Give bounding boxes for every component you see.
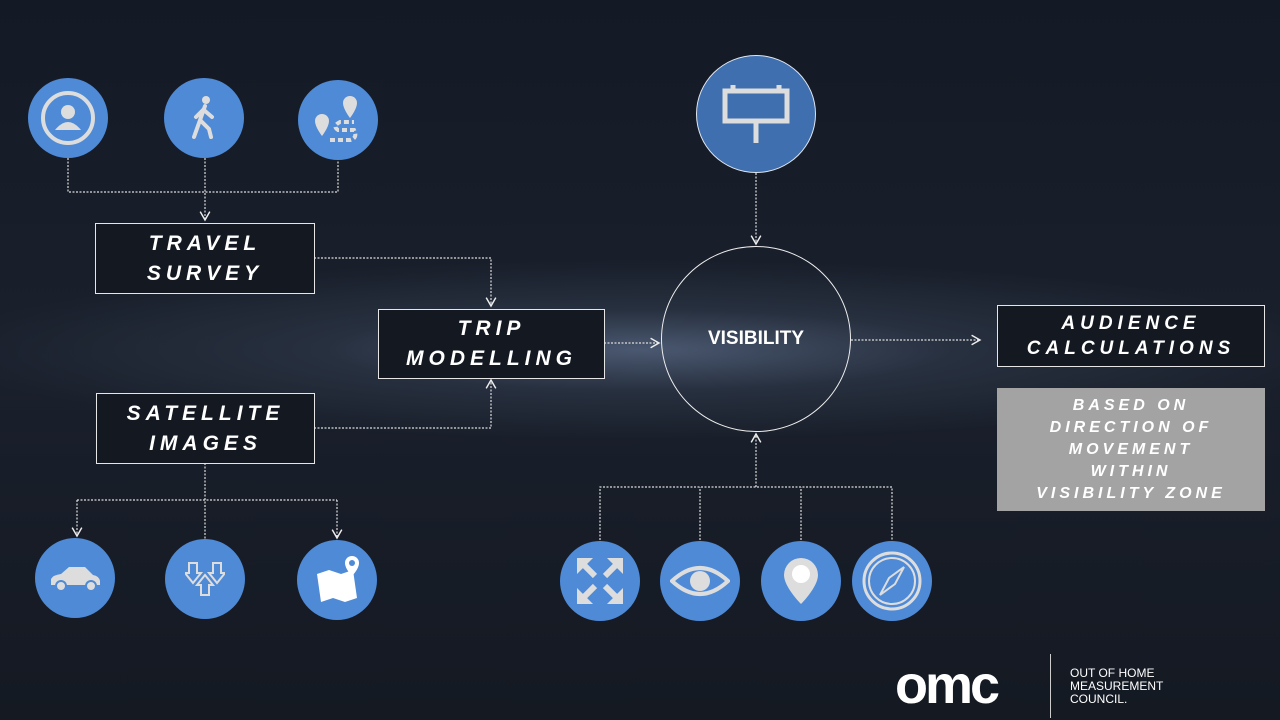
location-pin-icon [761,541,841,621]
org-line: MEASUREMENT [1070,679,1164,693]
note-line: DIRECTION OF [1049,418,1213,436]
note-line: MOVEMENT [1068,440,1194,458]
audience-calculations-box: AUDIENCE CALCULATIONS [997,305,1265,367]
satellite-images-box: SATELLITE IMAGES [96,393,315,464]
compass-icon [852,541,932,621]
label: IMAGES [149,431,262,455]
billboard-icon [722,85,790,143]
billboard-node [696,55,816,173]
target-audience-icon [28,78,108,158]
direction-note-box: BASED ON DIRECTION OF MOVEMENT WITHIN VISIBI… [997,388,1265,511]
logo-divider [1050,654,1051,718]
label: SURVEY [146,261,264,285]
note-line: BASED ON [1072,396,1190,414]
car-icon [35,538,115,618]
org-line: OUT OF HOME [1070,666,1155,680]
note-line: VISIBILITY ZONE [1036,484,1226,502]
expand-icon [560,541,640,621]
eye-icon [660,541,740,621]
route-pins-icon [298,80,378,160]
omc-logo: omc [895,655,1000,715]
trip-modelling-box: TRIP MODELLING [378,309,605,379]
pedestrian-icon [164,78,244,158]
label: MODELLING [406,347,577,370]
label: AUDIENCE [1061,313,1201,334]
org-line: COUNCIL. [1070,692,1128,706]
travel-survey-box: TRAVEL SURVEY [95,223,315,294]
label: TRAVEL [148,231,262,255]
traffic-flow-icon [165,539,245,619]
visibility-node: VISIBILITY [661,246,851,432]
label: TRIP [457,317,526,340]
map-icon [297,540,377,620]
visibility-label: VISIBILITY [707,328,805,349]
label: SATELLITE [126,401,285,425]
label: CALCULATIONS [1026,338,1236,359]
note-line: WITHIN [1090,462,1172,480]
